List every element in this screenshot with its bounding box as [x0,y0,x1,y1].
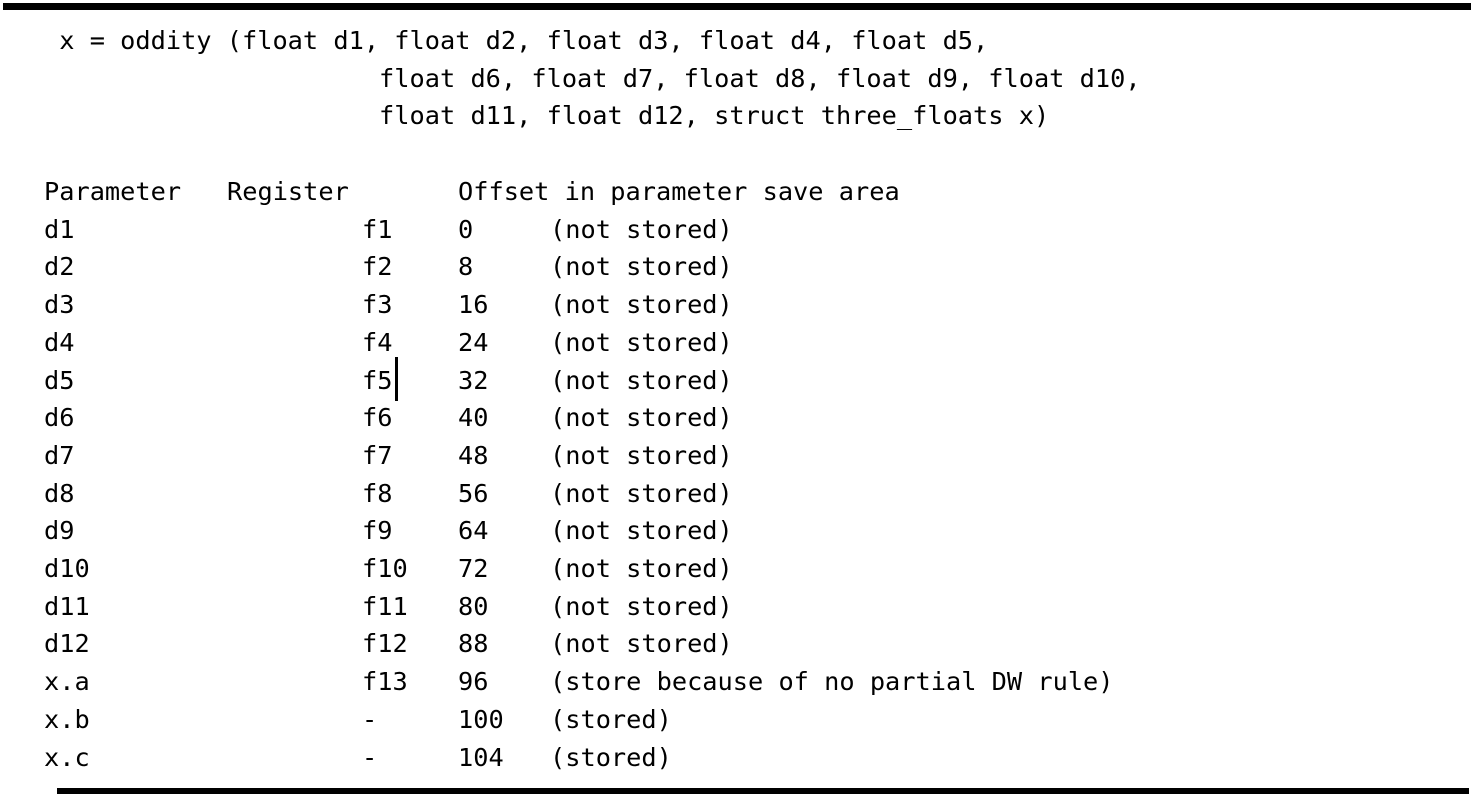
cell-register: f3 [362,290,393,320]
cell-parameter: d4 [44,327,75,357]
bottom-rule [57,788,1469,794]
cell-parameter: d10 [44,554,90,584]
table-row: d9 f9 64 (not stored) [44,512,1114,550]
cell-register: f1 [362,214,393,244]
parameter-table: Parameter Register Offset in parameter s… [44,173,1114,776]
cell-offset: 8 [458,252,474,282]
table-row: d11 f11 80 (not stored) [44,588,1114,626]
cell-parameter: d5 [44,365,75,395]
cell-note: (not stored) [550,629,733,659]
cell-register: - [362,742,378,772]
cell-note: (not stored) [550,516,733,546]
cell-parameter: d3 [44,290,75,320]
cell-register: - [362,704,378,734]
cell-register: f9 [362,516,393,546]
table-row: x.b - 100 (stored) [44,701,1114,739]
code-line-1: x = oddity (float d1, float d2, float d3… [44,26,989,55]
cell-register: f5 [362,365,393,395]
cell-register: f2 [362,252,393,282]
cell-offset: 100 [458,704,504,734]
cell-register: f8 [362,478,393,508]
cell-parameter: d11 [44,591,90,621]
cell-note: (stored) [550,742,672,772]
table-row: d6 f6 40 (not stored) [44,399,1114,437]
table-row: d2 f2 8 (not stored) [44,248,1114,286]
function-signature-code: x = oddity (float d1, float d2, float d3… [44,22,1141,135]
cell-register: f4 [362,327,393,357]
cell-offset: 88 [458,629,489,659]
cell-parameter: d6 [44,403,75,433]
cell-parameter: x.c [44,742,90,772]
table-row: d8 f8 56 (not stored) [44,475,1114,513]
cell-note: (not stored) [550,365,733,395]
cell-offset: 80 [458,591,489,621]
header-offset: Offset in parameter save area [458,177,900,206]
cell-note: (stored) [550,704,672,734]
table-row: d7 f7 48 (not stored) [44,437,1114,475]
table-header-row: Parameter Register Offset in parameter s… [44,173,1114,211]
cell-note: (not stored) [550,554,733,584]
cell-offset: 96 [458,667,489,697]
cell-offset: 32 [458,365,489,395]
table-row: d5 f5 32 (not stored) [44,362,1114,400]
code-line-2: float d6, float d7, float d8, float d9, … [44,63,1141,93]
cell-note: (not stored) [550,252,733,282]
cell-register: f6 [362,403,393,433]
table-row: d1 f1 0 (not stored) [44,211,1114,249]
cell-parameter: x.a [44,667,90,697]
cell-register: f13 [362,667,408,697]
table-row: d10 f10 72 (not stored) [44,550,1114,588]
cell-offset: 0 [458,214,474,244]
cell-note: (not stored) [550,591,733,621]
cell-offset: 56 [458,478,489,508]
cell-offset: 64 [458,516,489,546]
cell-parameter: x.b [44,704,90,734]
cell-note: (store because of no partial DW rule) [550,667,1114,697]
cell-offset: 72 [458,554,489,584]
code-line-3: float d11, float d12, struct three_float… [44,101,1050,131]
cell-offset: 48 [458,440,489,470]
table-row: d4 f4 24 (not stored) [44,324,1114,362]
cell-parameter: d2 [44,252,75,282]
cell-offset: 24 [458,327,489,357]
cell-offset: 16 [458,290,489,320]
cell-note: (not stored) [550,214,733,244]
cell-note: (not stored) [550,327,733,357]
header-register: Register [227,177,349,206]
cell-register: f11 [362,591,408,621]
cell-note: (not stored) [550,290,733,320]
table-row: x.a f13 96 (store because of no partial DW … [44,663,1114,701]
cell-note: (not stored) [550,403,733,433]
cell-register: f7 [362,440,393,470]
text-cursor [395,357,398,401]
cell-parameter: d8 [44,478,75,508]
cell-register: f12 [362,629,408,659]
header-parameter: Parameter [44,177,182,206]
cell-offset: 104 [458,742,504,772]
cell-parameter: d12 [44,629,90,659]
cell-note: (not stored) [550,440,733,470]
table-row: d12 f12 88 (not stored) [44,625,1114,663]
cell-offset: 40 [458,403,489,433]
table-row: x.c - 104 (stored) [44,739,1114,777]
cell-parameter: d9 [44,516,75,546]
cell-register: f10 [362,554,408,584]
cell-note: (not stored) [550,478,733,508]
cell-parameter: d1 [44,214,75,244]
top-rule [3,3,1471,10]
table-row: d3 f3 16 (not stored) [44,286,1114,324]
cell-parameter: d7 [44,440,75,470]
